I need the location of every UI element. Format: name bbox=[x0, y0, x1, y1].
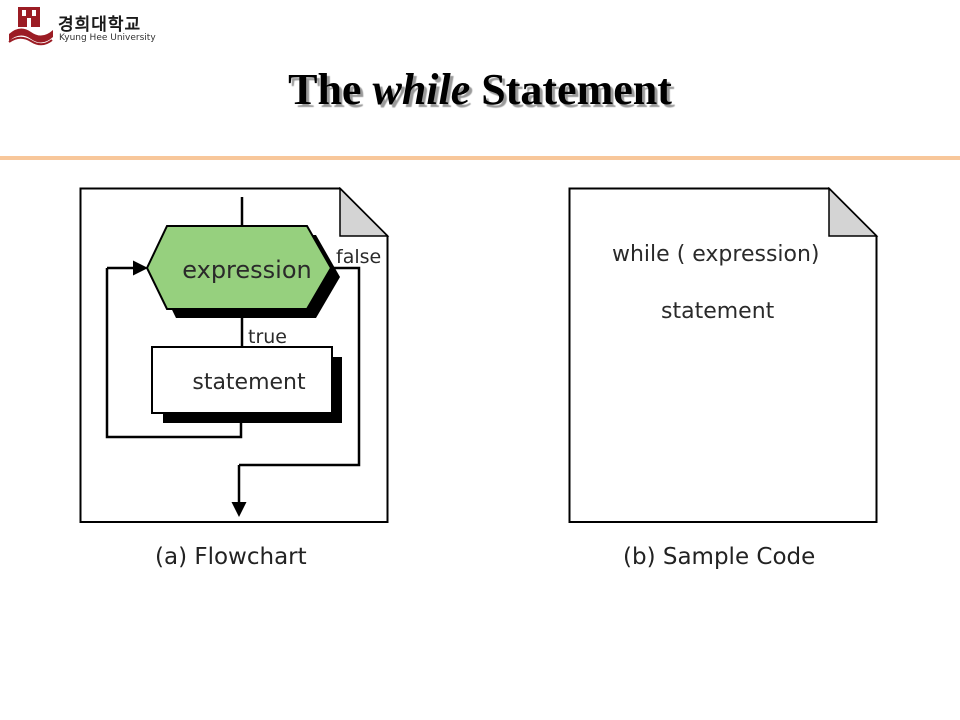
false-label: false bbox=[336, 246, 381, 268]
statement-label: statement bbox=[192, 370, 306, 395]
true-label: true bbox=[248, 326, 287, 348]
title-divider bbox=[0, 156, 960, 160]
page-frame bbox=[568, 187, 878, 523]
statement-box bbox=[151, 346, 333, 414]
sample-code-caption: (b) Sample Code bbox=[623, 544, 816, 570]
page-fold bbox=[828, 186, 879, 237]
flowchart-caption: (a) Flowchart bbox=[155, 544, 307, 570]
title-suffix: Statement bbox=[481, 65, 672, 114]
flowchart-panel: expression false true statement bbox=[79, 186, 399, 532]
sample-code-page: while ( expression) statement bbox=[568, 186, 879, 523]
title-keyword: while bbox=[372, 65, 471, 114]
code-line-statement: statement bbox=[661, 299, 775, 324]
page-fold bbox=[339, 186, 390, 237]
code-line-while: while ( expression) bbox=[612, 242, 820, 267]
logo-english-name: Kyung Hee University bbox=[59, 33, 156, 43]
slide-title: The while Statement bbox=[0, 64, 960, 115]
title-prefix: The bbox=[288, 65, 362, 114]
logo-korean-name: 경희대학교 bbox=[58, 15, 142, 35]
false-path bbox=[239, 266, 361, 467]
university-crest-icon bbox=[8, 7, 53, 46]
flowchart-diagram: expression false true statement bbox=[79, 186, 390, 523]
sample-code-panel: while ( expression) statement bbox=[568, 186, 888, 532]
loop-back-path bbox=[105, 268, 243, 439]
decision-label: expression bbox=[182, 256, 311, 284]
university-logo: 경희대학교 Kyung Hee University bbox=[6, 4, 166, 48]
